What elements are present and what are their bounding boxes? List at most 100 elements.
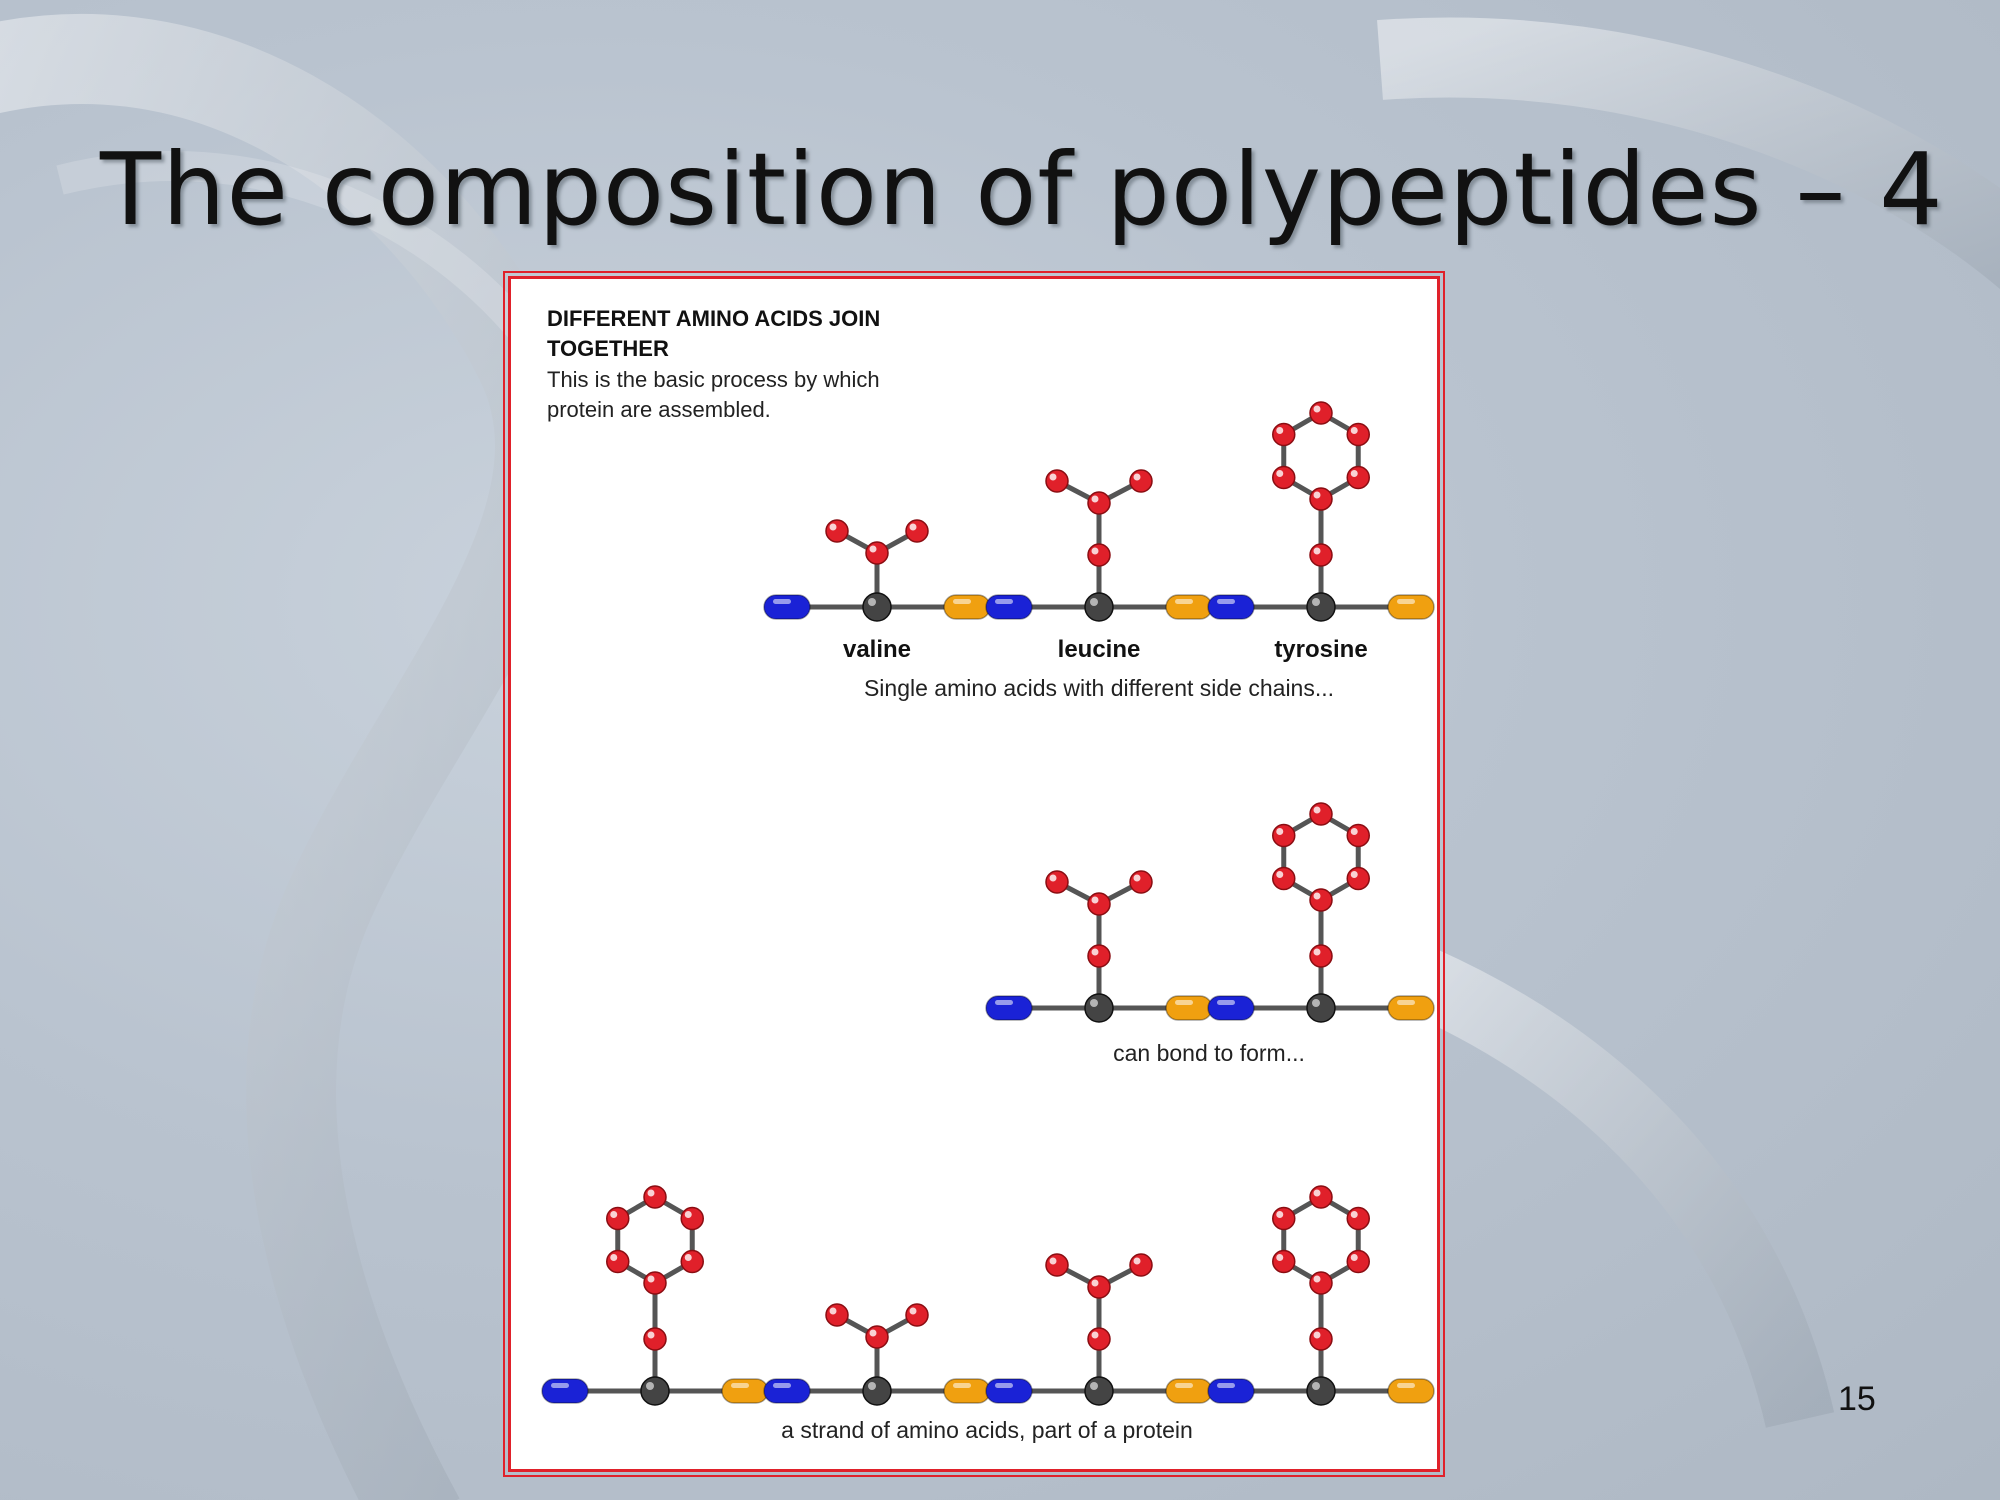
atom-highlight: [1133, 473, 1141, 481]
atom-highlight: [684, 1211, 692, 1218]
alpha-carbon: [1306, 993, 1336, 1023]
side-chain-atom: [643, 1185, 667, 1209]
figure-heading-line1: DIFFERENT AMINO ACIDS JOIN: [547, 306, 881, 331]
amino-group-shine: [995, 599, 1013, 604]
alpha-carbon-highlight: [1312, 598, 1320, 606]
atom-highlight: [1313, 948, 1321, 956]
atom-highlight: [1313, 1189, 1321, 1197]
atom-highlight: [1133, 874, 1141, 882]
amino-group: [1207, 1378, 1255, 1404]
atom-highlight: [1350, 427, 1358, 434]
atom-highlight: [829, 1307, 837, 1315]
atom-highlight: [1049, 1257, 1057, 1265]
carboxyl-group: [721, 1378, 769, 1404]
atom-highlight: [1313, 547, 1321, 555]
carboxyl-group-shine: [1175, 1383, 1193, 1388]
side-chain-atom: [1272, 1249, 1296, 1274]
amino-group: [763, 1378, 811, 1404]
alpha-carbon-highlight: [646, 1382, 654, 1390]
side-chain-atom: [1272, 465, 1296, 490]
atom-highlight: [1350, 470, 1358, 477]
side-chain-atom: [1309, 944, 1333, 968]
caption-strand: a strand of amino acids, part of a prote…: [781, 1417, 1193, 1443]
side-chain-atom: [1272, 866, 1296, 891]
atom-highlight: [1049, 874, 1057, 882]
atom-highlight: [1133, 1257, 1141, 1265]
atom-highlight: [1350, 1254, 1358, 1261]
amino-group: [1207, 594, 1255, 620]
atom-highlight: [1091, 1331, 1099, 1339]
side-chain-atom: [1087, 1327, 1111, 1351]
side-chain-atom: [643, 1271, 667, 1295]
amino-group-shine: [995, 1000, 1013, 1005]
side-chain-atom: [1272, 1206, 1296, 1231]
carboxyl-group: [1165, 1378, 1213, 1404]
carboxyl-group-shine: [1397, 599, 1415, 604]
side-chain-atom: [1309, 1327, 1333, 1351]
atom-highlight: [1276, 871, 1284, 878]
side-chain-atom: [1087, 892, 1111, 916]
atom-highlight: [1276, 1254, 1284, 1261]
side-chain-atom: [680, 1206, 704, 1231]
atom-highlight: [1091, 896, 1099, 904]
alpha-carbon-highlight: [1090, 1382, 1098, 1390]
carboxyl-group-shine: [731, 1383, 749, 1388]
side-chain-atom: [1087, 543, 1111, 567]
caption-can-bond: can bond to form...: [1113, 1040, 1305, 1066]
atom-highlight: [1091, 948, 1099, 956]
side-chain-atom: [606, 1249, 630, 1274]
alpha-carbon: [862, 1376, 892, 1406]
amino-group-shine: [1217, 1383, 1235, 1388]
atom-highlight: [1276, 828, 1284, 835]
carboxyl-group-shine: [1175, 1000, 1193, 1005]
atom-highlight: [829, 523, 837, 531]
slide-title: The composition of polypeptides – 4: [100, 131, 1944, 248]
side-chain-atom: [606, 1206, 630, 1231]
atom-highlight: [1313, 1331, 1321, 1339]
alpha-carbon: [1306, 592, 1336, 622]
amino-group: [985, 594, 1033, 620]
carboxyl-group: [1165, 995, 1213, 1021]
side-chain-atom: [1309, 888, 1333, 912]
side-chain-atom: [643, 1327, 667, 1351]
carboxyl-group: [1387, 995, 1435, 1021]
carboxyl-group: [943, 594, 991, 620]
alpha-carbon-highlight: [1312, 1382, 1320, 1390]
atom-highlight: [1313, 892, 1321, 900]
side-chain-atom: [1272, 422, 1296, 447]
atom-highlight: [1313, 405, 1321, 413]
atom-highlight: [909, 1307, 917, 1315]
amino-group-shine: [551, 1383, 569, 1388]
amino-group: [985, 995, 1033, 1021]
side-chain-atom: [865, 541, 889, 565]
side-chain-atom: [1272, 823, 1296, 848]
alpha-carbon: [1306, 1376, 1336, 1406]
amino-acid-diagram: [541, 401, 1435, 1406]
alpha-carbon-highlight: [1090, 598, 1098, 606]
atom-highlight: [1313, 1275, 1321, 1283]
side-chain-atom: [865, 1325, 889, 1349]
side-chain-atom: [1045, 870, 1069, 894]
atom-highlight: [647, 1275, 655, 1283]
side-chain-atom: [1129, 870, 1153, 894]
side-chain-atom: [905, 519, 929, 543]
label-valine: valine: [842, 636, 912, 663]
side-chain-atom: [905, 1303, 929, 1327]
side-chain-atom: [1129, 469, 1153, 493]
atom-highlight: [1313, 491, 1321, 499]
amino-acid-figure: DIFFERENT AMINO ACIDS JOIN TOGETHER This…: [503, 271, 1445, 1477]
atom-highlight: [1350, 871, 1358, 878]
figure-description-line2: protein are assembled.: [547, 397, 771, 422]
label-tyrosine: tyrosine: [1274, 636, 1368, 663]
atom-highlight: [647, 1331, 655, 1339]
atom-highlight: [1350, 828, 1358, 835]
alpha-carbon: [1084, 993, 1114, 1023]
label-leucine: leucine: [1057, 636, 1141, 663]
alpha-carbon: [640, 1376, 670, 1406]
carboxyl-group: [1387, 594, 1435, 620]
side-chain-atom: [825, 1303, 849, 1327]
caption-single-amino-acids: Single amino acids with different side c…: [863, 675, 1335, 701]
carboxyl-group: [1387, 1378, 1435, 1404]
atom-highlight: [1313, 806, 1321, 814]
figure-description-line1: This is the basic process by which: [547, 367, 880, 392]
